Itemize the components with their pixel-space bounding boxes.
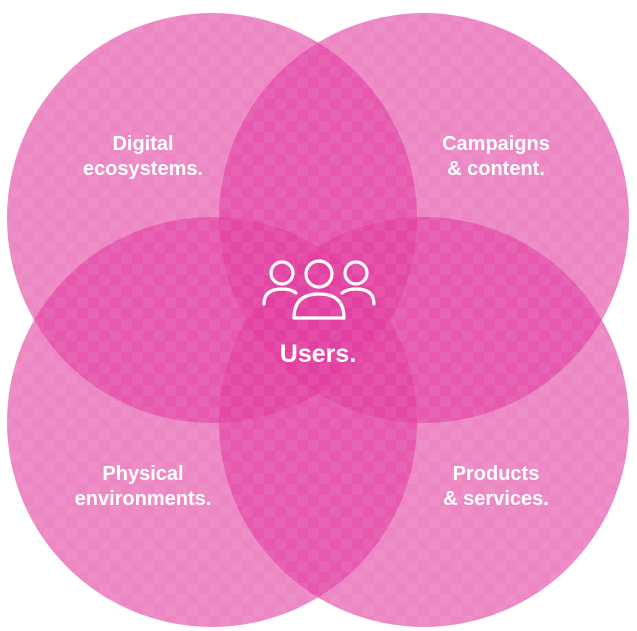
label-bottom-right-line2: & services. [443, 488, 549, 510]
label-top-right: Campaigns & content. [386, 132, 606, 182]
label-top-left-line2: ecosystems. [82, 158, 204, 180]
label-top-right-line2: & content. [447, 158, 545, 180]
users-icon [262, 259, 376, 320]
label-bottom-left-line2: environments. [74, 488, 212, 510]
label-bottom-right: Products & services. [386, 462, 606, 512]
label-top-left: Digital ecosystems. [33, 132, 253, 182]
label-top-left-line1: Digital [112, 133, 174, 155]
center-label: Users. [279, 340, 357, 368]
label-bottom-left-line1: Physical [102, 463, 184, 485]
label-top-right-line1: Campaigns [442, 133, 550, 155]
label-bottom-right-line1: Products [452, 463, 540, 485]
label-bottom-left: Physical environments. [33, 462, 253, 512]
